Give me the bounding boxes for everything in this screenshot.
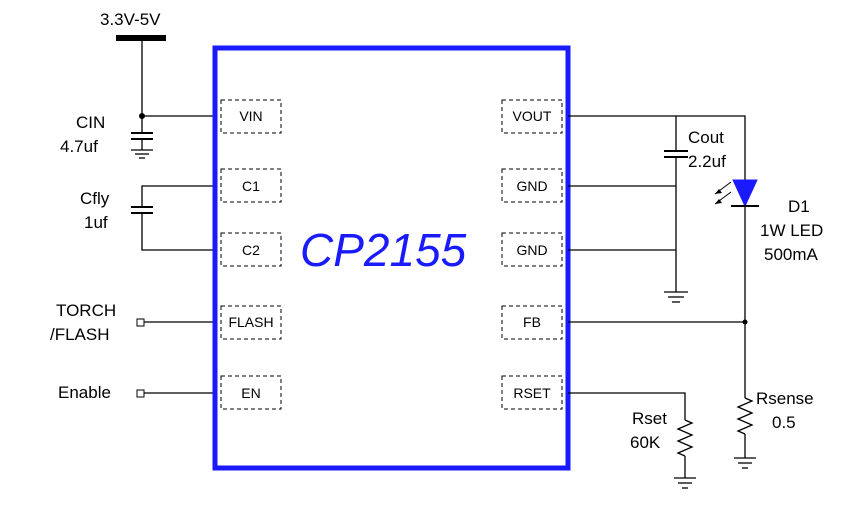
cin-value: 4.7uf (60, 137, 98, 156)
vout-wire (568, 115, 746, 180)
ground-icon (674, 477, 696, 489)
pin-vin: VIN (239, 108, 262, 124)
pin-box-fb (501, 305, 563, 340)
torch-terminal (136, 318, 145, 327)
led-desc: 1W LED (760, 221, 823, 240)
pin-box-c1 (220, 168, 282, 203)
cin-capacitor (131, 116, 153, 159)
pin-c2: C2 (242, 242, 260, 258)
ground-icon (734, 457, 756, 469)
supply-label: 3.3V-5V (100, 10, 161, 29)
pin-gnd-1: GND (516, 178, 547, 194)
pin-box-flash (220, 305, 282, 340)
pin-vout: VOUT (513, 108, 552, 124)
pin-en: EN (241, 385, 260, 401)
pin-box-gnd1 (501, 168, 563, 203)
led-current: 500mA (764, 245, 819, 264)
pin-box-gnd2 (501, 232, 563, 267)
pin-flash: FLASH (228, 314, 273, 330)
enable-label: Enable (58, 383, 111, 402)
cin-name: CIN (76, 113, 105, 132)
pin-rset: RSET (513, 385, 551, 401)
cout-capacitor (664, 150, 688, 158)
rset-name: Rset (632, 409, 667, 428)
pin-box-c2 (220, 232, 282, 267)
led-icon (714, 179, 759, 208)
pin-box-vout (501, 99, 563, 134)
rsense-value: 0.5 (772, 413, 796, 432)
torch-label-1: TORCH (56, 301, 116, 320)
pin-box-rset (501, 375, 563, 410)
pin-box-en (220, 375, 282, 410)
chip-name: CP2155 (300, 224, 467, 276)
torch-label-2: /FLASH (50, 325, 110, 344)
pin-c1: C1 (242, 178, 260, 194)
rsense-resistor (736, 397, 754, 435)
cout-name: Cout (688, 128, 724, 147)
pin-gnd-2: GND (516, 242, 547, 258)
cfly-value: 1uf (84, 213, 108, 232)
led-name: D1 (788, 197, 810, 216)
rset-wire (568, 392, 686, 420)
cout-value: 2.2uf (688, 152, 726, 171)
pin-box-vin (220, 99, 282, 134)
cfly-name: Cfly (80, 189, 110, 208)
rsense-name: Rsense (756, 389, 814, 408)
ground-icon (664, 291, 688, 303)
rset-resistor (676, 419, 694, 457)
cfly-capacitor (131, 185, 215, 251)
rset-value: 60K (630, 433, 661, 452)
enable-terminal (136, 389, 145, 398)
pin-fb: FB (523, 314, 541, 330)
fb-junction-dot (742, 319, 748, 325)
